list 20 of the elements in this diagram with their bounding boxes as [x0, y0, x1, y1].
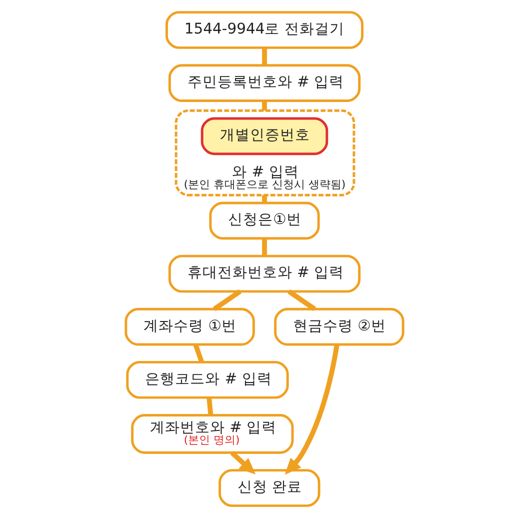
connector [262, 238, 266, 256]
connector [262, 48, 266, 66]
node-box: 신청은①번 [208, 202, 320, 240]
node-box: 계좌수령 ①번 [124, 308, 254, 346]
connector [192, 344, 204, 363]
connector [212, 289, 241, 312]
node-box: 주민등록번호와 # 입력 [168, 64, 360, 102]
node-box: 계좌번호와 # 입력 (본인 명의) [130, 414, 294, 454]
node-box: 은행코드와 # 입력 [126, 360, 288, 399]
arrow [230, 451, 256, 474]
node-box: 신청 완료 [218, 469, 320, 507]
node-box: 개별인증번호 [200, 117, 328, 156]
connector [287, 289, 316, 312]
node-box: 현금수령 ②번 [274, 308, 404, 346]
node-box: 휴대전화번호와 # 입력 [168, 254, 360, 293]
node-box: 1544-9944로 전화걸기 [164, 11, 364, 49]
connector [262, 100, 266, 111]
connector [206, 397, 213, 416]
arrow [284, 344, 339, 475]
connector [262, 195, 266, 203]
